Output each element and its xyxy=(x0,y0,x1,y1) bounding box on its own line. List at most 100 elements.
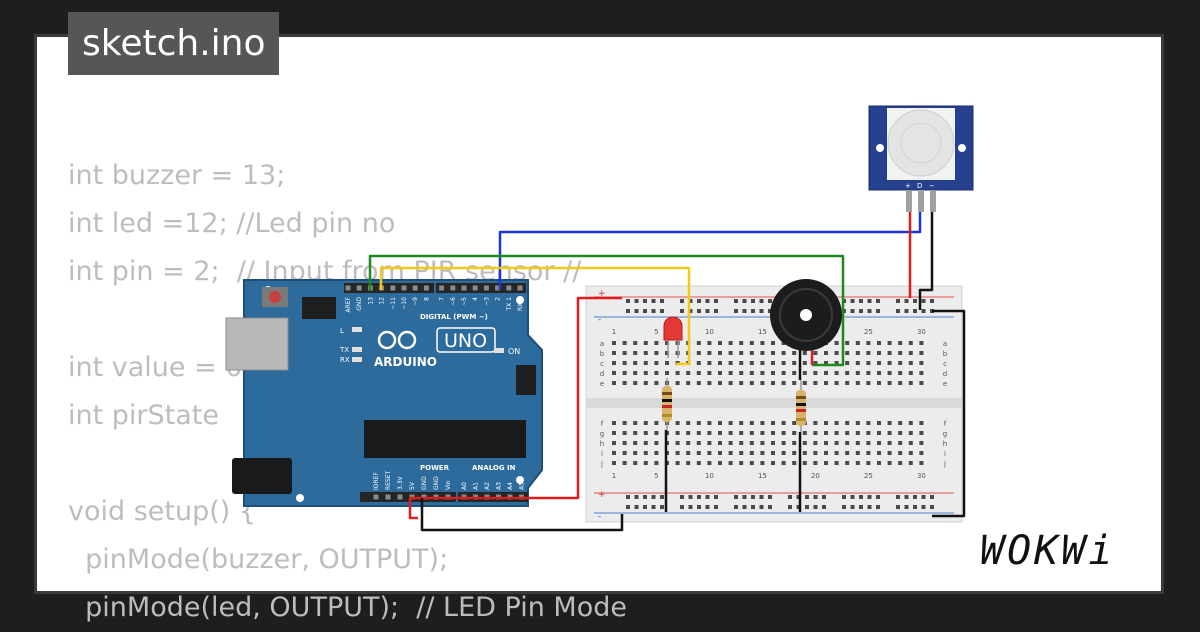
breadboard-hole xyxy=(792,441,797,445)
piezo-buzzer[interactable] xyxy=(770,279,842,351)
wire-red-5v[interactable] xyxy=(408,296,622,520)
breadboard-hole xyxy=(665,351,669,355)
breadboard-hole xyxy=(749,361,754,365)
breadboard-hole xyxy=(792,461,797,465)
breadboard-hole xyxy=(675,431,680,435)
breadboard-hole xyxy=(887,431,892,435)
breadboard-hole xyxy=(855,341,860,345)
breadboard-hole xyxy=(696,371,701,375)
rail-hole xyxy=(634,495,639,499)
breadboard-hole xyxy=(739,431,744,435)
wire-green-buzzer[interactable] xyxy=(368,254,845,367)
arduino-uno-board[interactable]: L TX RX ARDUINO UNO ON DIGITAL (PWM ~) P… xyxy=(225,279,543,507)
breadboard-hole xyxy=(845,371,850,375)
breadboard-col-number: 30 xyxy=(917,328,926,336)
breadboard-hole xyxy=(792,381,797,385)
breadboard-hole xyxy=(834,451,839,455)
reset-button-cap[interactable] xyxy=(269,291,281,303)
breadboard-hole xyxy=(739,381,744,385)
breadboard-hole xyxy=(771,361,775,365)
breadboard-hole xyxy=(771,341,775,345)
analog-label: ANALOG IN xyxy=(472,464,516,472)
breadboard-hole xyxy=(696,431,701,435)
pir-pin xyxy=(906,190,912,212)
rail-plus-label: + xyxy=(598,490,606,500)
red-led[interactable] xyxy=(663,316,683,358)
breadboard-hole xyxy=(707,351,712,355)
power-label: POWER xyxy=(420,464,450,472)
breadboard-channel xyxy=(586,398,962,408)
breadboard-row-label: c xyxy=(943,360,947,368)
rail-hole xyxy=(768,505,772,509)
breadboard-hole xyxy=(887,451,892,455)
rail-hole xyxy=(850,299,855,303)
header-pin xyxy=(423,285,429,291)
breadboard-hole xyxy=(813,461,818,465)
breadboard-hole xyxy=(866,371,871,375)
rail-hole xyxy=(850,505,855,509)
wire-black-rail-link[interactable] xyxy=(932,309,966,518)
digital-pin-label: ~11 xyxy=(390,297,397,310)
rail-hole xyxy=(697,309,701,313)
breadboard-hole xyxy=(781,461,786,465)
resistor-band xyxy=(796,418,806,421)
header-pin xyxy=(506,285,512,291)
breadboard-hole xyxy=(654,451,659,455)
breadboard-hole xyxy=(686,461,691,465)
resistor-band xyxy=(662,414,672,417)
breadboard-hole xyxy=(760,371,765,375)
breadboard-hole xyxy=(919,361,924,365)
digital-pin-label: ~9 xyxy=(412,297,419,306)
breadboard-hole xyxy=(866,441,871,445)
breadboard-hole xyxy=(728,461,733,465)
digital-pin-label: ~5 xyxy=(461,297,468,306)
breadboard-hole xyxy=(760,441,765,445)
buzzer-ring xyxy=(779,288,833,342)
code-background: int buzzer = 13; int led =12; //Led pin … xyxy=(68,152,627,632)
breadboard-hole xyxy=(834,371,839,375)
breadboard-row-label: h xyxy=(600,440,604,448)
header-pin xyxy=(412,285,418,291)
rail-hole xyxy=(651,299,656,303)
breadboard-row-label: g xyxy=(600,430,604,438)
power-pin-label: 3.3V xyxy=(397,475,404,490)
pir-pin-label: D xyxy=(917,182,922,190)
breadboard-hole xyxy=(686,441,691,445)
breadboard-hole xyxy=(686,381,691,385)
resistor-led[interactable] xyxy=(662,378,672,430)
wire-black-gnd[interactable] xyxy=(420,498,624,532)
breadboard-hole xyxy=(643,451,648,455)
breadboard-hole xyxy=(845,441,850,445)
wire-blue-pir-signal[interactable] xyxy=(498,212,922,290)
pir-sensor[interactable]: + D − xyxy=(868,105,974,212)
rail-hole xyxy=(904,309,909,313)
breadboard-hole xyxy=(834,361,839,365)
resistor-buzzer[interactable] xyxy=(796,380,806,432)
breadboard-hole xyxy=(749,341,754,345)
breadboard-hole xyxy=(845,381,850,385)
breadboard-hole xyxy=(749,371,754,375)
wire-black-pir-gnd[interactable] xyxy=(918,212,934,310)
breadboard-hole xyxy=(845,351,850,355)
rail-hole xyxy=(759,299,764,303)
breadboard-hole xyxy=(718,351,722,355)
wire-yellow-led[interactable] xyxy=(379,266,691,366)
breadboard-row-label: a xyxy=(600,340,604,348)
breadboard-hole xyxy=(739,441,744,445)
breadboard-hole xyxy=(771,381,775,385)
breadboard-hole xyxy=(612,431,616,435)
breadboard-hole xyxy=(887,351,892,355)
rail-hole xyxy=(859,495,863,499)
breadboard-hole xyxy=(813,381,818,385)
breadboard-col-number: 10 xyxy=(705,472,714,480)
breadboard-hole xyxy=(760,421,765,425)
breadboard-hole xyxy=(834,351,839,355)
breadboard-hole xyxy=(919,351,924,355)
breadboard-hole xyxy=(877,361,881,365)
rail-hole xyxy=(813,505,818,509)
digital-header-right xyxy=(436,283,526,293)
digital-pin-label: ~6 xyxy=(450,297,457,306)
breadboard-hole xyxy=(908,351,913,355)
mount-hole xyxy=(296,494,304,502)
rail-hole xyxy=(759,309,764,313)
